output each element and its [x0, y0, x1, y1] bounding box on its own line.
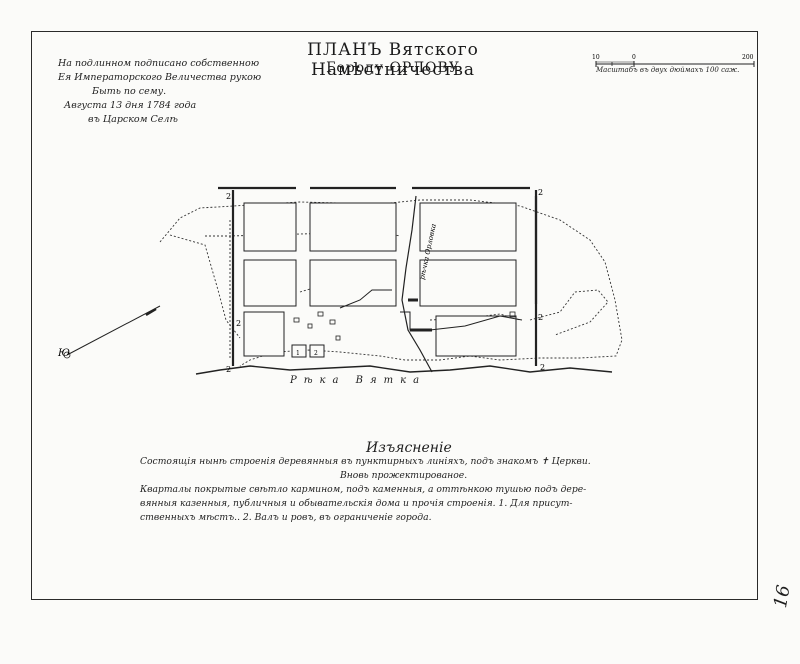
projected-quarters: [243, 202, 517, 358]
confirmation-line: Ея Императорского Величества рукою: [58, 72, 262, 83]
scale-bar: [595, 61, 755, 67]
confirmation-line: Августа 13 дня 1784 года: [64, 100, 197, 111]
legend-line: ственныхъ мѣстъ.. 2. Валъ и ровъ, въ огр…: [140, 512, 432, 523]
quarter-block: [291, 344, 307, 358]
map-subtitle: Городу ОРЛОВУ: [326, 60, 460, 76]
legend-line: Кварталы покрытые свѣтло кармином, подъ …: [140, 484, 587, 495]
river-label: Рѣка Вятка: [290, 375, 427, 386]
legend-line: Состоящія нынѣ строенія деревянныя въ пу…: [140, 456, 591, 467]
quarter-block: [419, 259, 517, 307]
old-street: [339, 289, 392, 309]
legend-title: Изъясненіе: [366, 440, 452, 456]
rampart-marker: 2: [538, 188, 543, 197]
confirmation-line: Быть по сему.: [92, 86, 167, 97]
river-vyatka-bank: [195, 365, 613, 375]
map-title: ПЛАНЪ Вятского Намѣстничества: [307, 40, 479, 80]
map-border: [31, 31, 758, 600]
quarter-block: [309, 202, 397, 252]
confirmation-line: въ Царском Селѣ: [88, 114, 178, 125]
rampart-marker: 2: [540, 363, 545, 372]
existing-buildings: [293, 311, 516, 341]
quarter-block: [243, 259, 297, 307]
block-number: 2: [314, 350, 318, 357]
rampart-marker: 2: [538, 313, 543, 322]
compass-needle: [63, 305, 161, 359]
stream-orlovka: [401, 195, 433, 373]
compass-label: Ю: [57, 348, 70, 359]
quarter-block: [435, 315, 517, 357]
block-number: 1: [296, 350, 300, 357]
quarter-block: [243, 311, 285, 357]
quarter-block: [309, 259, 397, 307]
rampart-marker: 2: [236, 319, 241, 328]
rampart-marker: 2: [226, 192, 231, 201]
confirmation-line: На подлинном подписано собственною: [58, 58, 260, 69]
rampart-lines: [218, 186, 538, 366]
scale-tick-label: 200: [742, 54, 754, 61]
legend-line: Вновь прожектированое.: [340, 470, 468, 481]
rampart-marker: 2: [226, 365, 231, 374]
scale-caption: Масштабъ въ двух дюймахъ 100 саж.: [596, 66, 740, 74]
quarter-block: [243, 202, 297, 252]
scale-tick-label: 10: [592, 54, 600, 61]
scale-tick-label: 0: [632, 54, 636, 61]
page-number: 16: [770, 583, 795, 610]
quarter-block: [419, 202, 517, 252]
quarter-block: [309, 344, 325, 358]
legend-line: вянныя казенныя, публичныя и обывательск…: [140, 498, 573, 509]
